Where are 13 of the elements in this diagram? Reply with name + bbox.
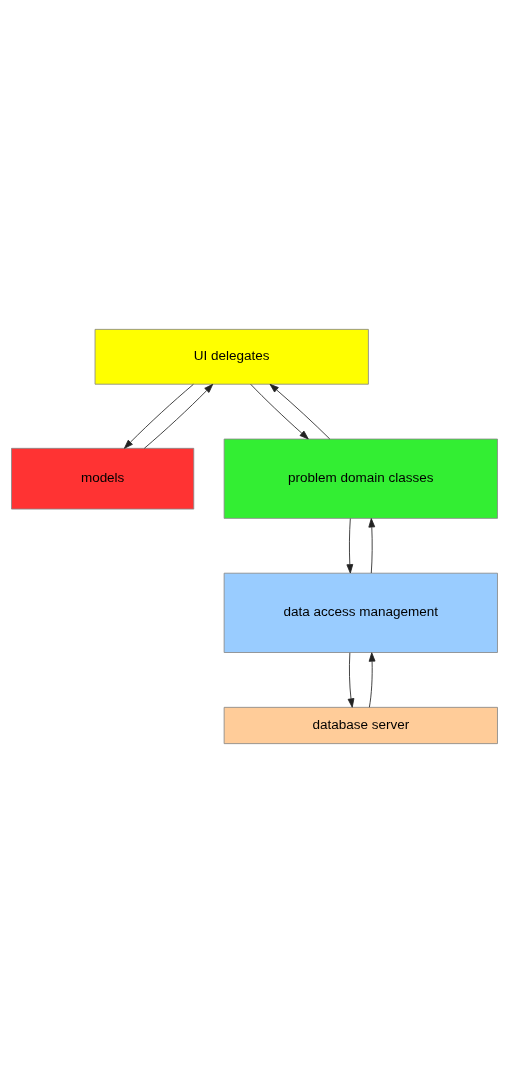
node-box: models [11,447,195,510]
arrow [143,383,214,449]
arrow [124,383,194,449]
arrow [368,652,376,708]
node-box: database server [223,706,498,745]
arrow [347,652,355,708]
arrow [250,383,309,440]
node-box: UI delegates [94,328,369,385]
node-box: data access management [223,572,498,653]
node-box: problem domain classes [223,438,498,519]
arrow [269,383,331,440]
arrow [368,518,376,574]
arrow [346,518,354,574]
